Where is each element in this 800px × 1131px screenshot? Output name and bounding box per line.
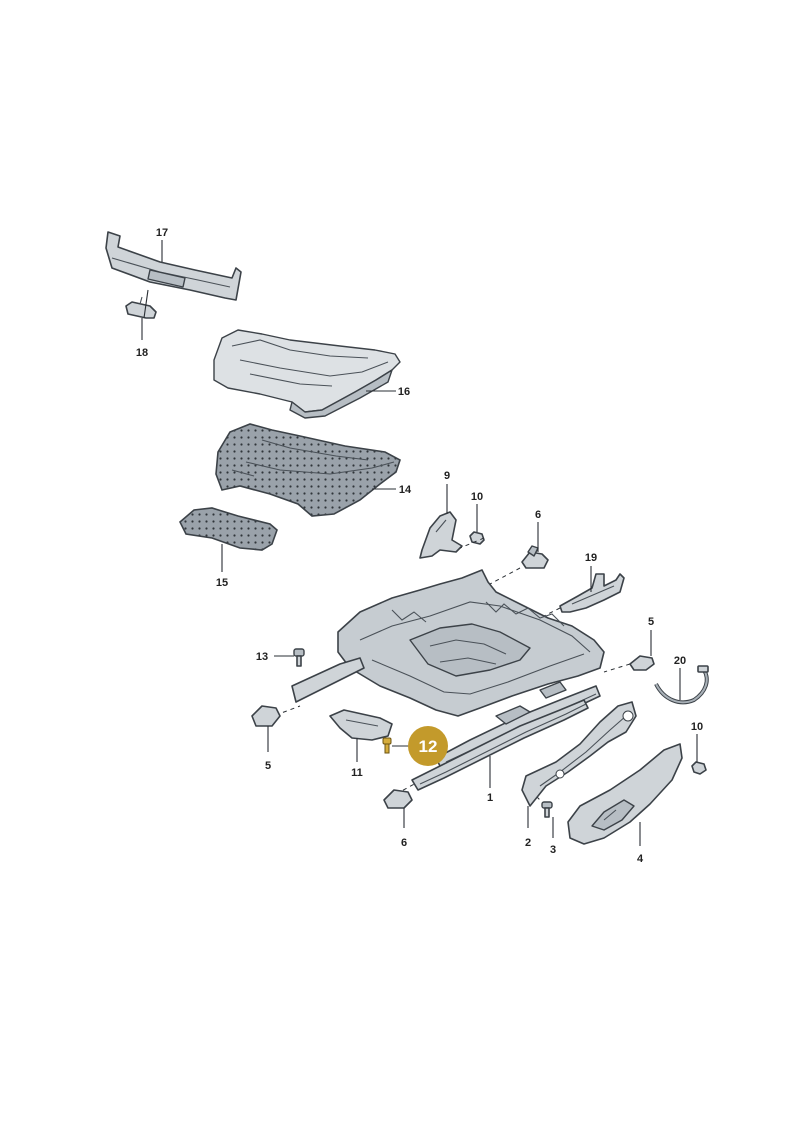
callout-6-lower: 6	[401, 837, 407, 849]
callout-16: 16	[398, 386, 410, 398]
callout-15: 15	[216, 577, 228, 589]
callout-6-upper: 6	[535, 509, 541, 521]
small-clip-right-part	[691, 761, 707, 775]
screw-part	[293, 648, 305, 667]
callout-12-highlighted: 12	[419, 737, 438, 756]
callout-4: 4	[637, 853, 644, 865]
callout-10-upper: 10	[471, 491, 483, 503]
side-trim-part	[567, 743, 683, 845]
rail-bracket-part	[559, 573, 625, 613]
callout-9: 9	[444, 470, 450, 482]
panel-screw-part	[541, 801, 553, 818]
callout-5-right: 5	[648, 616, 654, 628]
callout-3: 3	[550, 844, 556, 856]
guide-clip-lower-part	[383, 789, 413, 809]
callout-17: 17	[156, 227, 168, 239]
end-cap-right-part	[629, 655, 655, 671]
seat-frame-assembly	[291, 569, 605, 771]
highlight-marker	[408, 726, 448, 766]
callout-11: 11	[351, 767, 363, 779]
adjuster-bracket-part	[329, 709, 393, 741]
callout-19: 19	[585, 552, 597, 564]
callout-18: 18	[136, 347, 148, 359]
highlighted-bolt-part	[382, 737, 392, 754]
callout-1: 1	[487, 792, 493, 804]
trim-panel-part	[105, 231, 242, 301]
callout-10-lower: 10	[691, 721, 703, 733]
seat-foam-part	[215, 423, 401, 517]
guide-clip-part	[521, 545, 549, 569]
bracket-part	[419, 511, 463, 559]
cable-strap-part	[654, 665, 709, 705]
callout-20: 20	[674, 655, 686, 667]
callout-5-left: 5	[265, 760, 271, 772]
callout-14: 14	[399, 484, 412, 496]
seat-cover-part	[213, 329, 401, 419]
side-panel-part	[521, 701, 637, 807]
clip-part	[125, 296, 157, 319]
seat-rail-part	[411, 699, 589, 791]
small-clip-part	[469, 531, 485, 545]
callout-13: 13	[256, 651, 268, 663]
callout-2: 2	[525, 837, 531, 849]
front-foam-part	[179, 507, 278, 551]
end-cap-part	[251, 705, 281, 727]
